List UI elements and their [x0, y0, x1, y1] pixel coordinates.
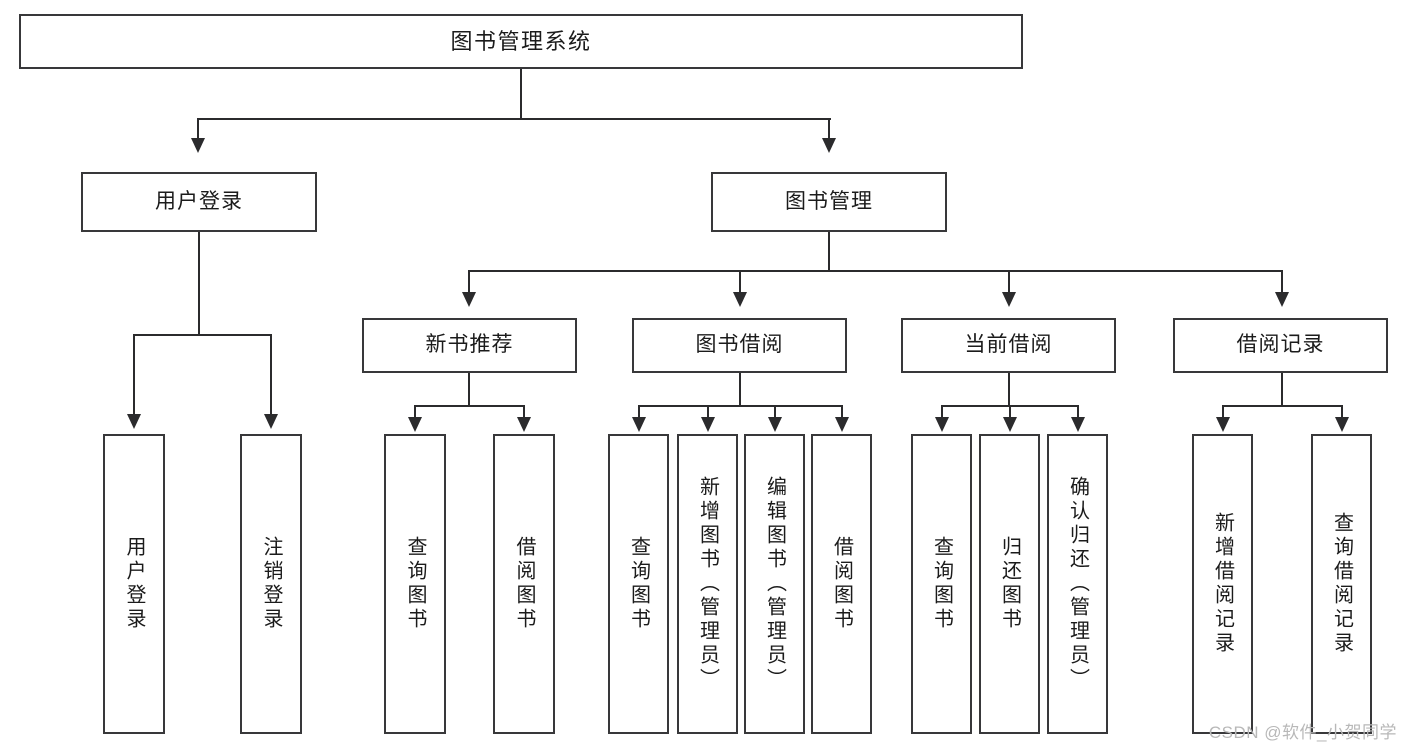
connector-bookborrow-bus	[638, 405, 843, 407]
node-label: 图书管理	[785, 189, 873, 213]
node-label: 借阅记录	[1236, 333, 1325, 357]
connector-newbook-drop-1	[414, 405, 416, 419]
connector-bookborrow-drop-3	[774, 405, 776, 419]
node-book-borrow[interactable]: 图书借阅	[632, 318, 847, 373]
arrow-to-leaf-return-book	[1003, 417, 1017, 432]
node-root-book-management-system[interactable]: 图书管理系统	[19, 14, 1023, 69]
connector-level2-drop-right	[828, 118, 830, 140]
arrow-to-leaf-add-book	[701, 417, 715, 432]
arrow-to-book-management	[822, 138, 836, 153]
node-label: 新增借阅记录	[1211, 512, 1234, 656]
arrow-to-user-login	[191, 138, 205, 153]
connector-currentborrow-stem	[1008, 373, 1010, 406]
arrow-to-leaf-logout	[264, 414, 278, 429]
arrow-to-current-borrow	[1002, 292, 1016, 307]
connector-level3-drop-3	[1008, 270, 1010, 294]
node-label: 编辑图书（管理员）	[763, 476, 786, 692]
arrow-to-leaf-borrow-book-1	[517, 417, 531, 432]
node-label: 借阅图书	[513, 536, 535, 632]
arrow-to-leaf-query-book-1	[408, 417, 422, 432]
leaf-edit-book-admin[interactable]: 编辑图书（管理员）	[744, 434, 805, 734]
node-label: 查询图书	[627, 536, 650, 632]
connector-newbook-stem	[468, 373, 470, 406]
arrow-to-leaf-query-book-2	[632, 417, 646, 432]
connector-bookmgmt-stem	[828, 232, 830, 271]
connector-borrowrecord-bus	[1222, 405, 1343, 407]
connector-root-stem	[520, 69, 522, 119]
leaf-borrow-book-1[interactable]: 借阅图书	[493, 434, 555, 734]
node-user-login[interactable]: 用户登录	[81, 172, 317, 232]
arrow-to-borrow-record	[1275, 292, 1289, 307]
connector-level2-drop-left	[197, 118, 199, 140]
connector-currentborrow-drop-1	[941, 405, 943, 419]
connector-borrowrecord-drop-1	[1222, 405, 1224, 419]
node-label: 确认归还（管理员）	[1066, 476, 1089, 692]
leaf-query-book-2[interactable]: 查询图书	[608, 434, 669, 734]
connector-level3-drop-2	[739, 270, 741, 294]
arrow-to-leaf-query-book-3	[935, 417, 949, 432]
leaf-confirm-return-admin[interactable]: 确认归还（管理员）	[1047, 434, 1108, 734]
arrow-to-leaf-add-record	[1216, 417, 1230, 432]
connector-bookborrow-drop-2	[707, 405, 709, 419]
leaf-user-login[interactable]: 用户登录	[103, 434, 165, 734]
node-label: 归还图书	[998, 536, 1021, 632]
connector-level3-drop-1	[468, 270, 470, 294]
node-current-borrow[interactable]: 当前借阅	[901, 318, 1116, 373]
connector-bookborrow-drop-1	[638, 405, 640, 419]
node-label: 用户登录	[155, 189, 243, 213]
node-book-management[interactable]: 图书管理	[711, 172, 947, 232]
leaf-return-book[interactable]: 归还图书	[979, 434, 1040, 734]
connector-newbook-drop-2	[523, 405, 525, 419]
connector-userlogin-drop-2	[270, 334, 272, 416]
arrow-to-leaf-borrow-book-2	[835, 417, 849, 432]
connector-currentborrow-drop-2	[1009, 405, 1011, 419]
node-label: 查询图书	[404, 536, 426, 632]
node-label: 新书推荐	[425, 333, 514, 357]
arrow-to-leaf-confirm-return	[1071, 417, 1085, 432]
leaf-borrow-book-2[interactable]: 借阅图书	[811, 434, 872, 734]
connector-level2-bus	[198, 118, 831, 120]
node-label: 新增图书（管理员）	[696, 476, 719, 692]
connector-bookborrow-stem	[739, 373, 741, 406]
leaf-add-borrow-record[interactable]: 新增借阅记录	[1192, 434, 1253, 734]
node-label: 用户登录	[123, 536, 145, 632]
leaf-add-book-admin[interactable]: 新增图书（管理员）	[677, 434, 738, 734]
node-label: 借阅图书	[830, 536, 853, 632]
node-label: 图书管理系统	[450, 28, 592, 54]
arrow-to-book-borrow	[733, 292, 747, 307]
connector-level3-drop-4	[1281, 270, 1283, 294]
connector-bookborrow-drop-4	[841, 405, 843, 419]
connector-borrowrecord-drop-2	[1341, 405, 1343, 419]
connector-newbook-bus	[414, 405, 525, 407]
arrow-to-new-book-recommend	[462, 292, 476, 307]
node-label: 图书借阅	[695, 333, 784, 357]
leaf-query-book-3[interactable]: 查询图书	[911, 434, 972, 734]
node-new-book-recommend[interactable]: 新书推荐	[362, 318, 577, 373]
leaf-query-borrow-record[interactable]: 查询借阅记录	[1311, 434, 1372, 734]
connector-userlogin-bus	[133, 334, 272, 336]
arrow-to-leaf-query-record	[1335, 417, 1349, 432]
node-borrow-record[interactable]: 借阅记录	[1173, 318, 1388, 373]
leaf-logout[interactable]: 注销登录	[240, 434, 302, 734]
connector-userlogin-drop-1	[133, 334, 135, 416]
arrow-to-leaf-user-login	[127, 414, 141, 429]
node-label: 注销登录	[260, 536, 282, 632]
connector-borrowrecord-stem	[1281, 373, 1283, 406]
node-label: 查询借阅记录	[1330, 512, 1353, 656]
node-label: 查询图书	[930, 536, 953, 632]
connector-currentborrow-drop-3	[1077, 405, 1079, 419]
leaf-query-book-1[interactable]: 查询图书	[384, 434, 446, 734]
connector-userlogin-stem	[198, 232, 200, 335]
node-label: 当前借阅	[964, 333, 1053, 357]
arrow-to-leaf-edit-book	[768, 417, 782, 432]
connector-level3-bus	[468, 270, 1283, 272]
